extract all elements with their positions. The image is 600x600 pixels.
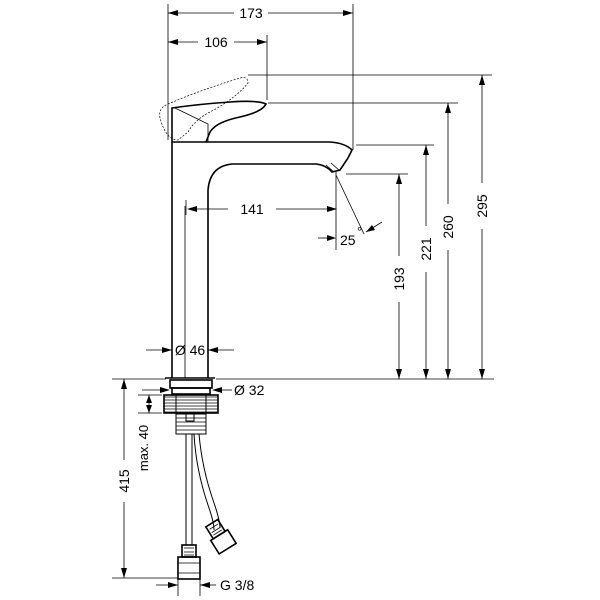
aerator: [325, 162, 341, 173]
label-body-diameter: Ø 46: [175, 342, 206, 358]
dim-spout-reach: 141: [185, 200, 337, 217]
supply-hoses: [177, 433, 238, 580]
label-angle: 25: [340, 232, 356, 248]
label-141: 141: [240, 201, 264, 217]
label-173: 173: [239, 5, 263, 21]
dim-angle: 25 °: [318, 172, 383, 250]
hose-bent: [193, 433, 221, 531]
lever-inner: [174, 107, 209, 142]
label-max-mount: max. 40: [136, 425, 151, 471]
hose-nut-a: [177, 556, 201, 580]
gasket: [169, 379, 213, 389]
dim-heights: 193 221 260 295: [216, 74, 494, 380]
dim-lever-reach: 106: [168, 34, 268, 100]
dim-thread-diameter: Ø 32: [142, 382, 265, 398]
lower-thread: [176, 417, 206, 431]
label-thread-diameter: Ø 32: [234, 382, 265, 398]
hose-nut-b: [209, 528, 238, 556]
label-221: 221: [418, 237, 434, 261]
mounting-assembly: [163, 379, 219, 435]
stud: [185, 412, 195, 422]
spout-underside: [207, 157, 349, 378]
dim-body-diameter: Ø 46: [146, 337, 234, 358]
lever-handle: [159, 77, 268, 143]
dim-max-mount: max. 40: [136, 394, 162, 471]
nut-ring: [171, 387, 211, 395]
thread-lines: [164, 396, 218, 413]
lever-solid: [171, 100, 268, 143]
label-260: 260: [440, 215, 456, 239]
dim-hose-length: 415: [112, 378, 178, 579]
dim-connection: G 3/8: [156, 575, 254, 596]
label-193: 193: [391, 267, 407, 291]
dim-width-overall: 173: [167, 4, 354, 150]
spout-top: [172, 141, 353, 159]
hose-straight: [185, 434, 193, 545]
mounting-nut: [163, 394, 219, 414]
label-415: 415: [116, 469, 132, 493]
lower-shank: [175, 413, 207, 435]
label-connection: G 3/8: [220, 577, 254, 593]
lever-ghost: [159, 77, 249, 141]
label-295: 295: [474, 194, 490, 218]
hose-fitting-b: [204, 518, 227, 540]
label-106: 106: [204, 34, 228, 50]
label-angle-mark: °: [357, 224, 362, 239]
